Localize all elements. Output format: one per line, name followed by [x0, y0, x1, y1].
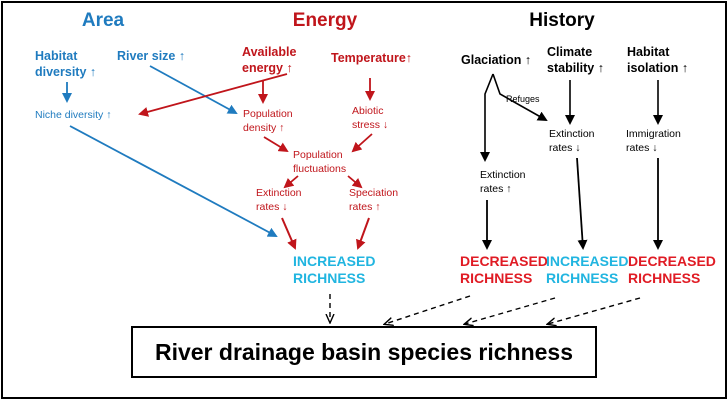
extinction-rates-energy-label: Extinction rates ↓	[256, 187, 304, 213]
temperature-label: Temperature↑	[331, 51, 412, 65]
niche-diversity-label: Niche diversity ↑	[35, 109, 111, 121]
immigration-rates-label: Immigration rates ↓	[626, 128, 684, 154]
area-header: Area	[82, 10, 125, 31]
dashed-arrow-climate-to-final	[465, 297, 556, 324]
glaciation-label: Glaciation ↑	[461, 53, 531, 67]
arrow-niche-to-increased	[69, 125, 278, 237]
abiotic-stress-label: Abiotic stress ↓	[352, 105, 388, 131]
arrow-fluctuations-to-extinction	[283, 175, 299, 189]
final-box	[131, 326, 597, 378]
arrow-fluctuations-to-speciation	[347, 175, 363, 189]
dashed-arrow-glaciation-to-final	[385, 295, 471, 324]
arrow-speciation-to-increased	[356, 217, 370, 250]
arrow-riversize-to-popdensity	[149, 65, 238, 114]
arrow-glaciation-to-extinction	[480, 73, 494, 162]
extinction-rates-glaciation-label: Extinction rates ↑	[480, 169, 528, 195]
arrow-popdensity-to-fluctuations	[263, 136, 289, 153]
speciation-rates-label: Speciation rates ↑	[349, 187, 401, 213]
glaciation-decreased-richness-label: DECREASED RICHNESS	[460, 253, 552, 286]
climate-increased-richness-label: INCREASED RICHNESS	[546, 253, 632, 286]
final-label: River drainage basin species richness	[155, 339, 573, 365]
habitat-diversity-label: Habitat diversity ↑	[35, 49, 96, 79]
arrow-climate-extinction-to-increased	[576, 157, 588, 250]
refuges-label: Refuges	[506, 94, 540, 104]
energy-header: Energy	[293, 10, 358, 31]
extinction-rates-climate-label: Extinction rates ↓	[549, 128, 597, 154]
habitat-isolation-label: Habitat isolation ↑	[627, 45, 688, 75]
river-size-label: River size ↑	[117, 49, 185, 63]
climate-stability-label: Climate stability ↑	[547, 45, 604, 75]
arrow-abiotic-to-fluctuations	[351, 133, 373, 153]
history-header: History	[529, 10, 595, 31]
arrow-extinction-to-increased	[281, 217, 297, 250]
arrow-energy-to-niche	[138, 73, 288, 117]
available-energy-label: Available energy ↑	[242, 45, 300, 75]
isolation-decreased-richness-label: DECREASED RICHNESS	[628, 253, 720, 286]
dashed-arrow-isolation-to-final	[548, 297, 641, 324]
energy-increased-richness-label: INCREASED RICHNESS	[293, 253, 379, 286]
population-fluctuations-label: Population fluctuations	[293, 149, 346, 175]
population-density-label: Population density ↑	[243, 108, 296, 134]
arrow-glaciation-refuges-to-extinction	[492, 73, 548, 121]
